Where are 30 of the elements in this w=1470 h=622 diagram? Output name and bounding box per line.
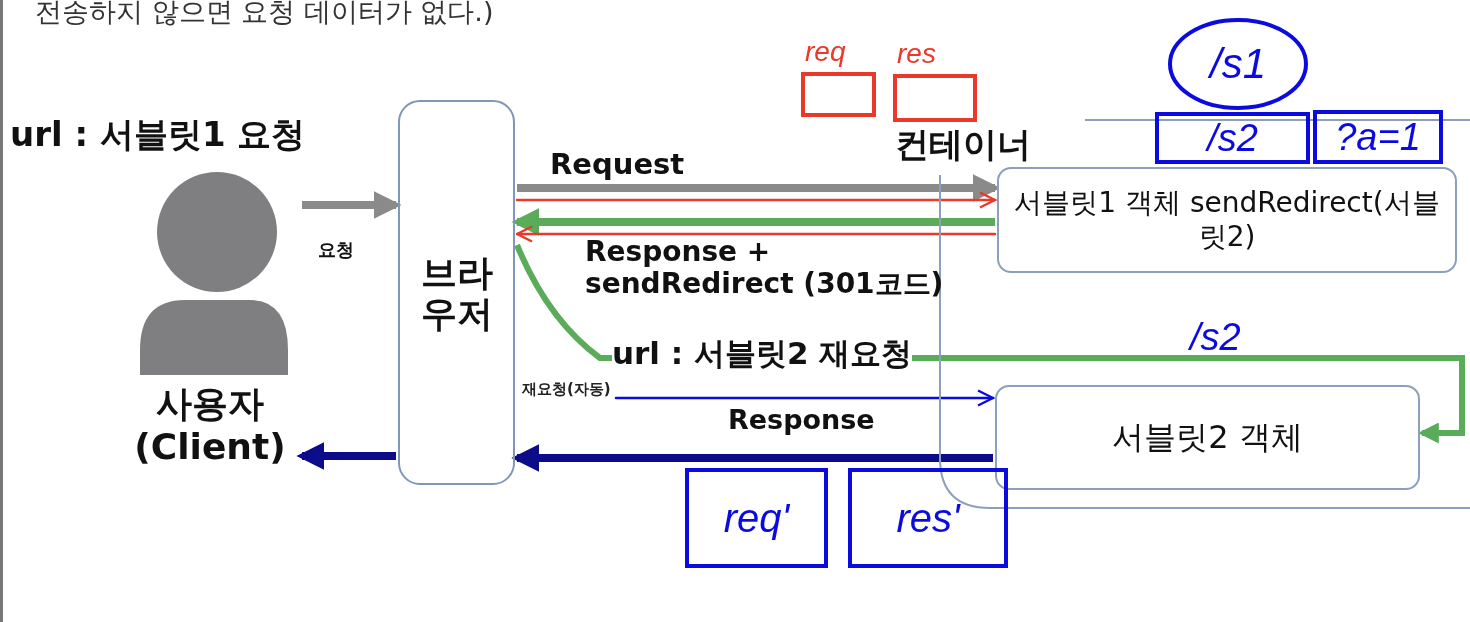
heading: url : 서블릿1 요청 [10, 113, 306, 156]
handwritten-note: /s2 [1190, 318, 1241, 356]
hand-drawn-box [685, 468, 828, 568]
handwritten-note: ?a=1 [1335, 118, 1421, 156]
servlet-label: 서블릿2 객체 [1111, 418, 1304, 457]
note-text: 전송하지 않으면 요청 데이터가 없다.) [35, 0, 494, 29]
browser-box [398, 100, 515, 485]
hand-drawn-box [1313, 110, 1443, 164]
hand-drawn-box [1155, 112, 1310, 164]
hand-drawn-box [848, 468, 1008, 568]
user-label: 사용자 (Client) [133, 382, 287, 469]
edge-label: 요청 [318, 240, 354, 261]
handwritten-note: req' [723, 498, 790, 538]
note-text: 재요청(자동) [522, 380, 611, 399]
handwritten-note: res' [896, 498, 960, 538]
handwritten-note: /s2 [1207, 119, 1258, 157]
handwritten-note: req [805, 38, 846, 66]
hand-drawn-arrow [515, 191, 997, 209]
arrow [511, 444, 993, 472]
servlet-box [997, 167, 1457, 273]
arrow [511, 208, 995, 236]
handwritten-note: /s1 [1210, 43, 1266, 85]
browser-label: 브라우저 [419, 251, 494, 334]
hand-drawn-arrow [614, 389, 995, 407]
servlet-box [995, 385, 1420, 490]
container-heading: 컨테이너 [895, 123, 1031, 166]
servlet-label: 서블릿1 객체 sendRedirect(서블릿2) [1013, 186, 1441, 254]
handwritten-note: res [897, 40, 936, 68]
edge-label: Response + sendRedirect (301코드) [585, 236, 945, 301]
hand-drawn-arrow [515, 225, 997, 243]
